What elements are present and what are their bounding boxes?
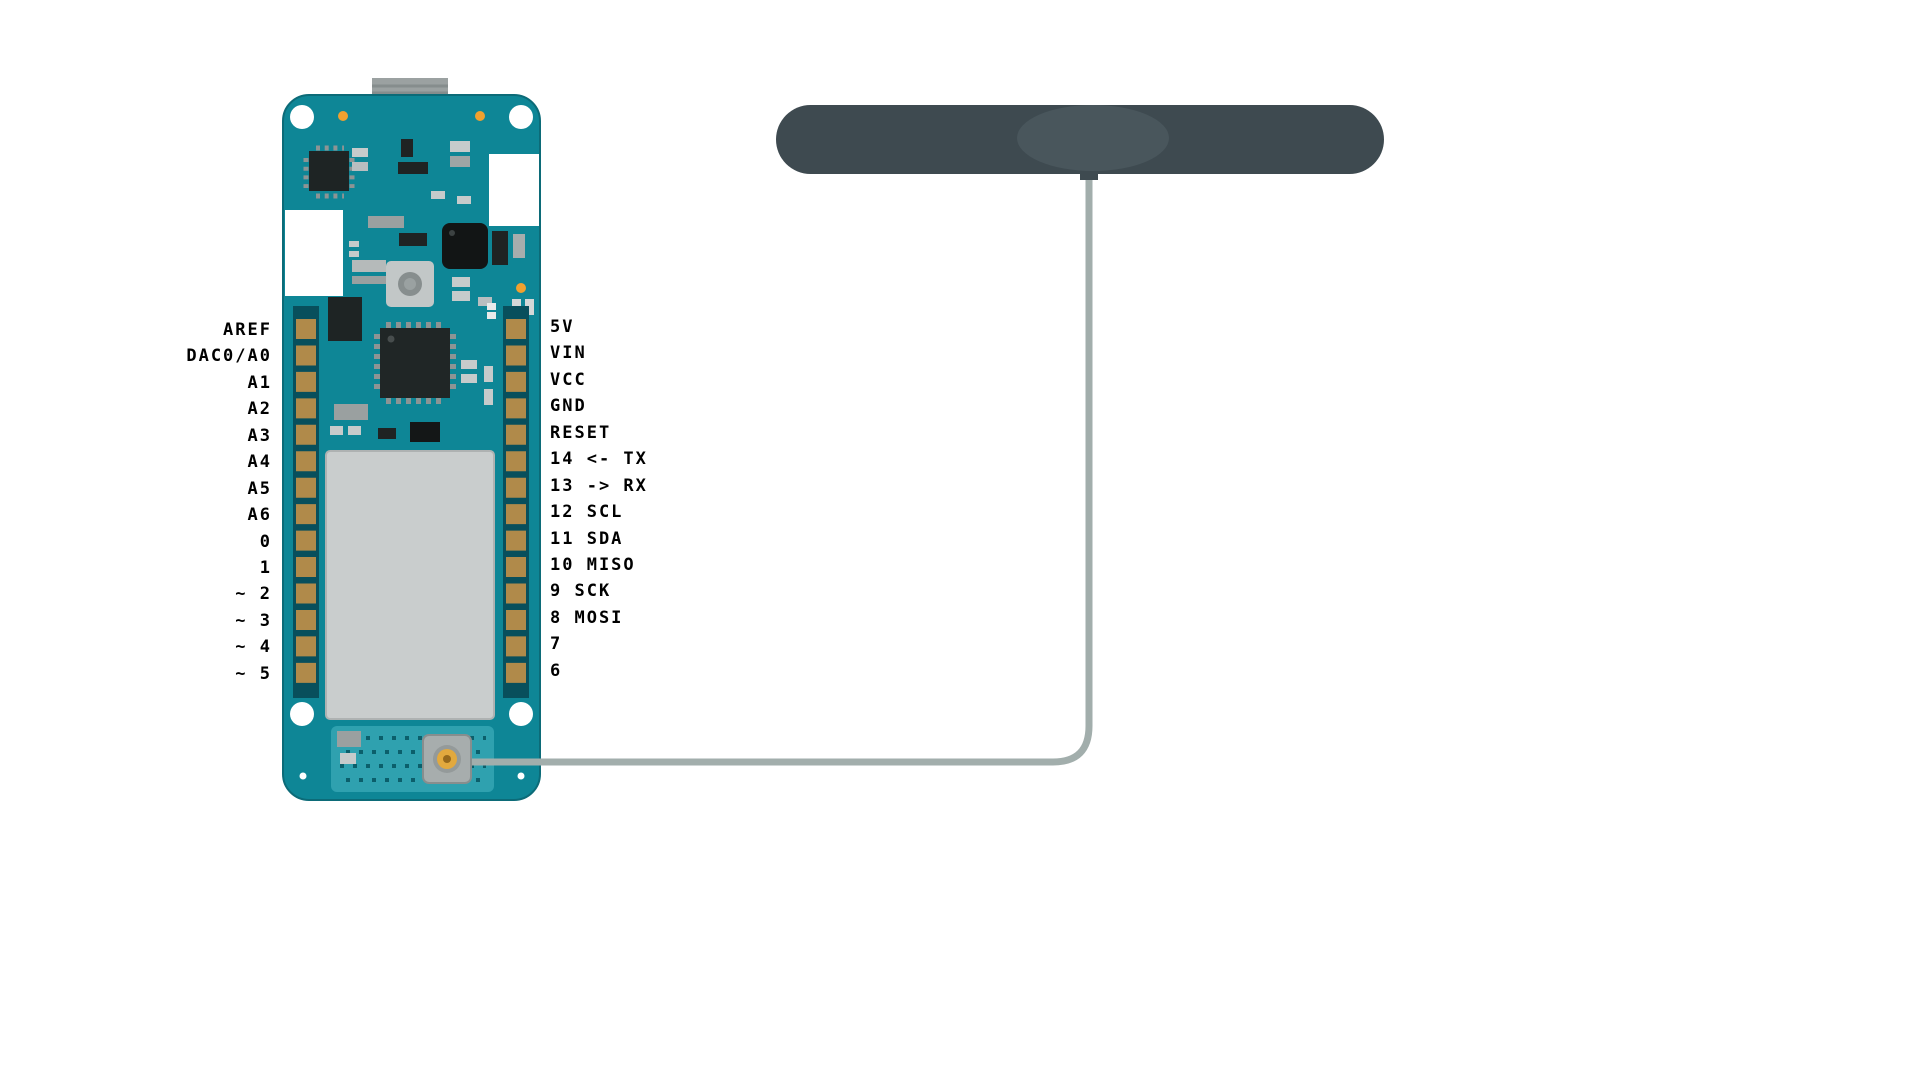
crypto-chip [442,223,488,269]
regulator-module [328,297,362,341]
smd-capacitor [349,241,359,247]
mounting-hole [509,105,533,129]
fiducial-dot [299,772,307,780]
antenna-feed-stub [1080,170,1098,180]
smd-capacitor [450,156,470,167]
mcu-chip [374,322,456,404]
smd-component [487,303,496,310]
test-pad [338,111,348,121]
right-pin-header [503,306,529,698]
antenna-hub [1017,105,1169,171]
arduino-mkr-board [282,78,541,801]
pin-label-right: 8 MOSI [550,607,624,628]
pin-label-left: A6 [247,505,272,526]
left-pin-labels: AREF DAC0/A0 A1 A2 A3 A4 A5 A6 0 1 ~ 2 ~… [40,317,272,687]
smd-capacitor [484,389,493,405]
pin-label-right: 12 SCL [550,502,624,523]
smd-inductor [368,216,404,228]
left-pin-header [293,306,319,698]
mounting-hole [290,105,314,129]
pin-label-left: 0 [259,531,272,552]
smd-capacitor [348,426,361,435]
mounting-hole [290,702,314,726]
pin-label-right: VCC [550,369,587,390]
pin-label-left: A1 [247,372,272,393]
external-antenna [776,105,1384,180]
antenna-cable [462,176,1093,766]
pin-label-left: A4 [247,452,272,473]
battery-connector-footprint [285,210,343,296]
pin-label-right: 7 [550,634,563,655]
pin-label-right: 6 [550,660,563,681]
smd-component [337,731,361,747]
pin1-dot [387,335,395,343]
pin-label-right: 14 <- TX [550,449,648,470]
smd-component [513,234,525,258]
pin-label-right: 9 SCK [550,581,612,602]
smd-capacitor [340,753,356,764]
pin-label-left: ~ 2 [235,584,272,605]
button-cap-center [404,278,416,290]
smd-capacitor [352,162,368,171]
smd-capacitor [450,141,470,152]
pin-label-right: 10 MISO [550,554,636,575]
reset-button [386,261,434,307]
smd-component [525,299,534,315]
power-led [516,283,526,293]
pin-label-left: ~ 4 [235,637,272,658]
mounting-hole [509,702,533,726]
smd-chip [410,422,440,442]
pin-label-left: ~ 3 [235,610,272,631]
smd-component [378,428,396,439]
smd-capacitor [452,291,470,301]
smd-capacitor [461,360,477,369]
chip-body [442,223,488,269]
connector-footprint [489,154,539,226]
smd-capacitor [352,148,368,157]
pin-label-left: DAC0/A0 [186,346,272,367]
pin-label-left: A3 [247,425,272,446]
smd-component [487,312,496,319]
header-strip [293,306,319,698]
pin-label-left: A5 [247,478,272,499]
ic-body [309,151,349,191]
rf-shield [325,450,495,720]
smd-inductor [334,404,368,420]
pin1-dot [449,230,455,236]
header-strip [503,306,529,698]
smd-capacitor [457,196,471,204]
fiducial-dot [517,772,525,780]
pin-label-right: 13 -> RX [550,475,648,496]
smd-capacitor [349,251,359,257]
pin-label-left: AREF [223,320,272,340]
pin-label-right: RESET [550,422,612,443]
smd-capacitor [431,191,445,199]
smd-capacitor [478,297,492,306]
charger-ic [303,145,355,199]
smd-capacitor [484,366,493,382]
pin-label-right: GND [550,396,587,417]
pin-label-right: 11 SDA [550,528,624,549]
pin-label-left: 1 [259,557,272,578]
smd-component [352,276,386,284]
smd-component [492,231,508,265]
smd-component [398,162,428,174]
pin-label-right: 5V [550,317,575,337]
pin-label-left: ~ 5 [235,663,272,684]
smd-capacitor [452,277,470,287]
smd-capacitor [461,374,477,383]
test-pad [475,111,485,121]
right-pin-labels: 5V VIN VCC GND RESET 14 <- TX 13 -> RX 1… [550,314,870,684]
smd-component [399,233,427,246]
pin-label-right: VIN [550,343,587,364]
pin-label-left: A2 [247,399,272,420]
smd-capacitor [330,426,343,435]
smd-component [352,260,386,272]
ufl-center-pin [443,755,451,763]
smd-component [401,139,413,157]
ufl-connector [422,734,472,784]
